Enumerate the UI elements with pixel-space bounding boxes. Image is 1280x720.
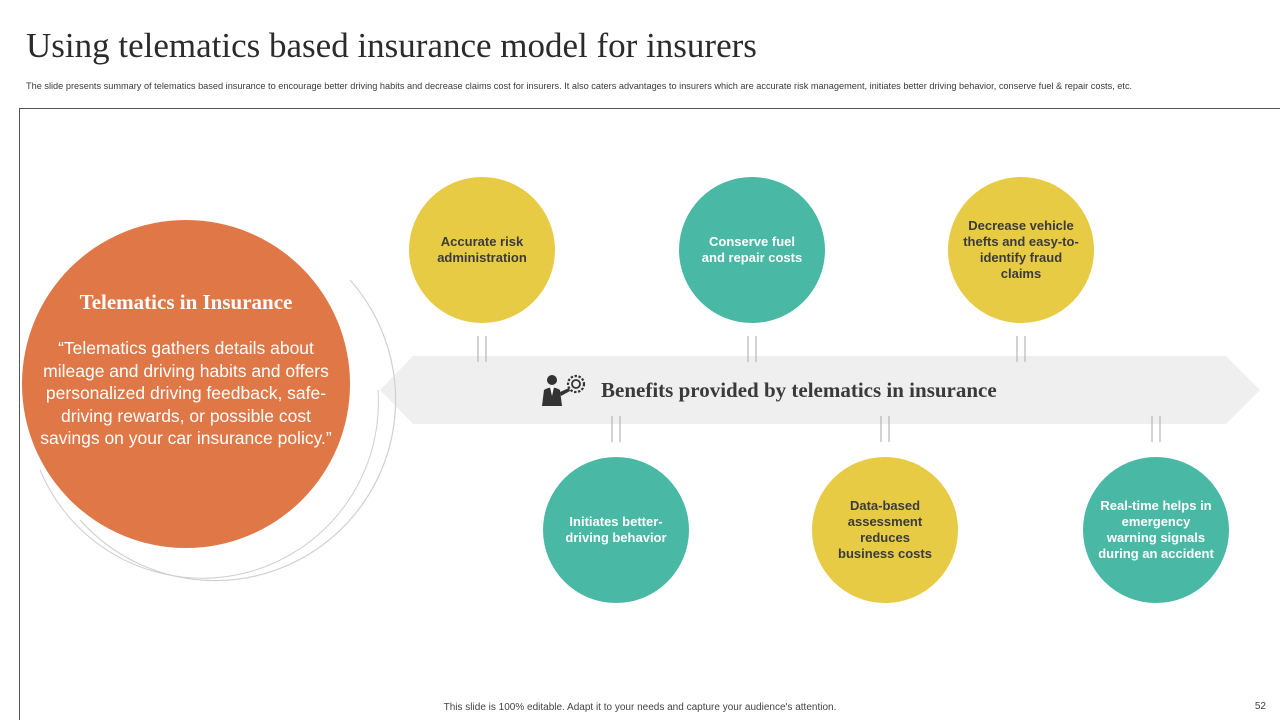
businessman-gear-icon — [542, 374, 586, 406]
benefit-label: Real-time helps in emergency warning sig… — [1098, 498, 1214, 561]
benefit-conserve-fuel: Conserve fuel and repair costs — [679, 177, 825, 323]
telematics-quote: “Telematics gathers details about mileag… — [40, 338, 332, 448]
benefit-decrease-thefts: Decrease vehicle thefts and easy-to-iden… — [948, 177, 1094, 323]
big-circle-shadow-arc — [39, 389, 379, 579]
benefit-driving-behavior: Initiates better-driving behavior — [543, 457, 689, 603]
telematics-heading: Telematics in Insurance — [79, 290, 293, 314]
benefit-label: Conserve fuel and repair costs — [701, 234, 803, 265]
benefit-label: Accurate risk administration — [437, 234, 527, 265]
benefit-label: Decrease vehicle thefts and easy-to-iden… — [963, 218, 1079, 281]
benefit-risk-administration: Accurate risk administration — [409, 177, 555, 323]
benefit-real-time-warning: Real-time helps in emergency warning sig… — [1083, 457, 1229, 603]
big-circle-outline-arc — [79, 279, 397, 582]
header-divider — [19, 108, 1280, 109]
telematics-circle: Telematics in Insurance “Telematics gath… — [22, 220, 350, 548]
page-title: Using telematics based insurance model f… — [26, 26, 757, 65]
benefit-label: Initiates better-driving behavior — [565, 514, 667, 545]
benefit-label: Data-based assessment reduces business c… — [838, 498, 932, 561]
page-number: 52 — [1254, 701, 1266, 712]
page-subtitle: The slide presents summary of telematics… — [26, 81, 1133, 91]
benefits-banner-text: Benefits provided by telematics in insur… — [601, 378, 997, 402]
footer-note: This slide is 100% editable. Adapt it to… — [443, 702, 837, 713]
left-border — [19, 108, 20, 720]
benefit-data-assessment: Data-based assessment reduces business c… — [812, 457, 958, 603]
banner-arrow — [380, 356, 1260, 424]
